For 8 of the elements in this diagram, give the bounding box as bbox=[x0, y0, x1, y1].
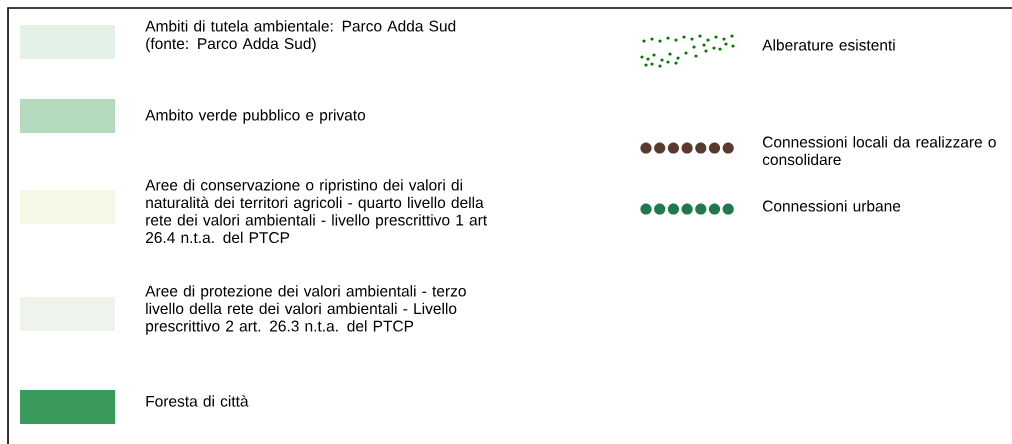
legend-text: Aree di conservazione o ripristino dei valori di naturalità dei territori agricoli - quarto livello della rete dei valori ambientali - livello prescrittivo 1 art 26.4 n.t.a. del PTCP bbox=[145, 179, 487, 244]
legend-text: Ambiti di tutela ambientale: Parco Adda Sud (fonte: Parco Adda Sud) bbox=[145, 20, 456, 53]
legend-text: Ambito verde pubblico e privato bbox=[145, 109, 366, 124]
legend-text: Connessioni urbane bbox=[763, 200, 901, 212]
legend-text: Alberature esistenti bbox=[762, 39, 895, 51]
legend-text: Foresta di città bbox=[146, 395, 249, 407]
legend-text: Aree di protezione dei valori ambientali - terzo livello della rete dei valori ambientali - Livello prescrittivo 2 art. 26.3 n.t.a. del PTCP bbox=[145, 285, 466, 335]
legend-text: Connessioni locali da realizzare o consolidare bbox=[762, 136, 996, 166]
